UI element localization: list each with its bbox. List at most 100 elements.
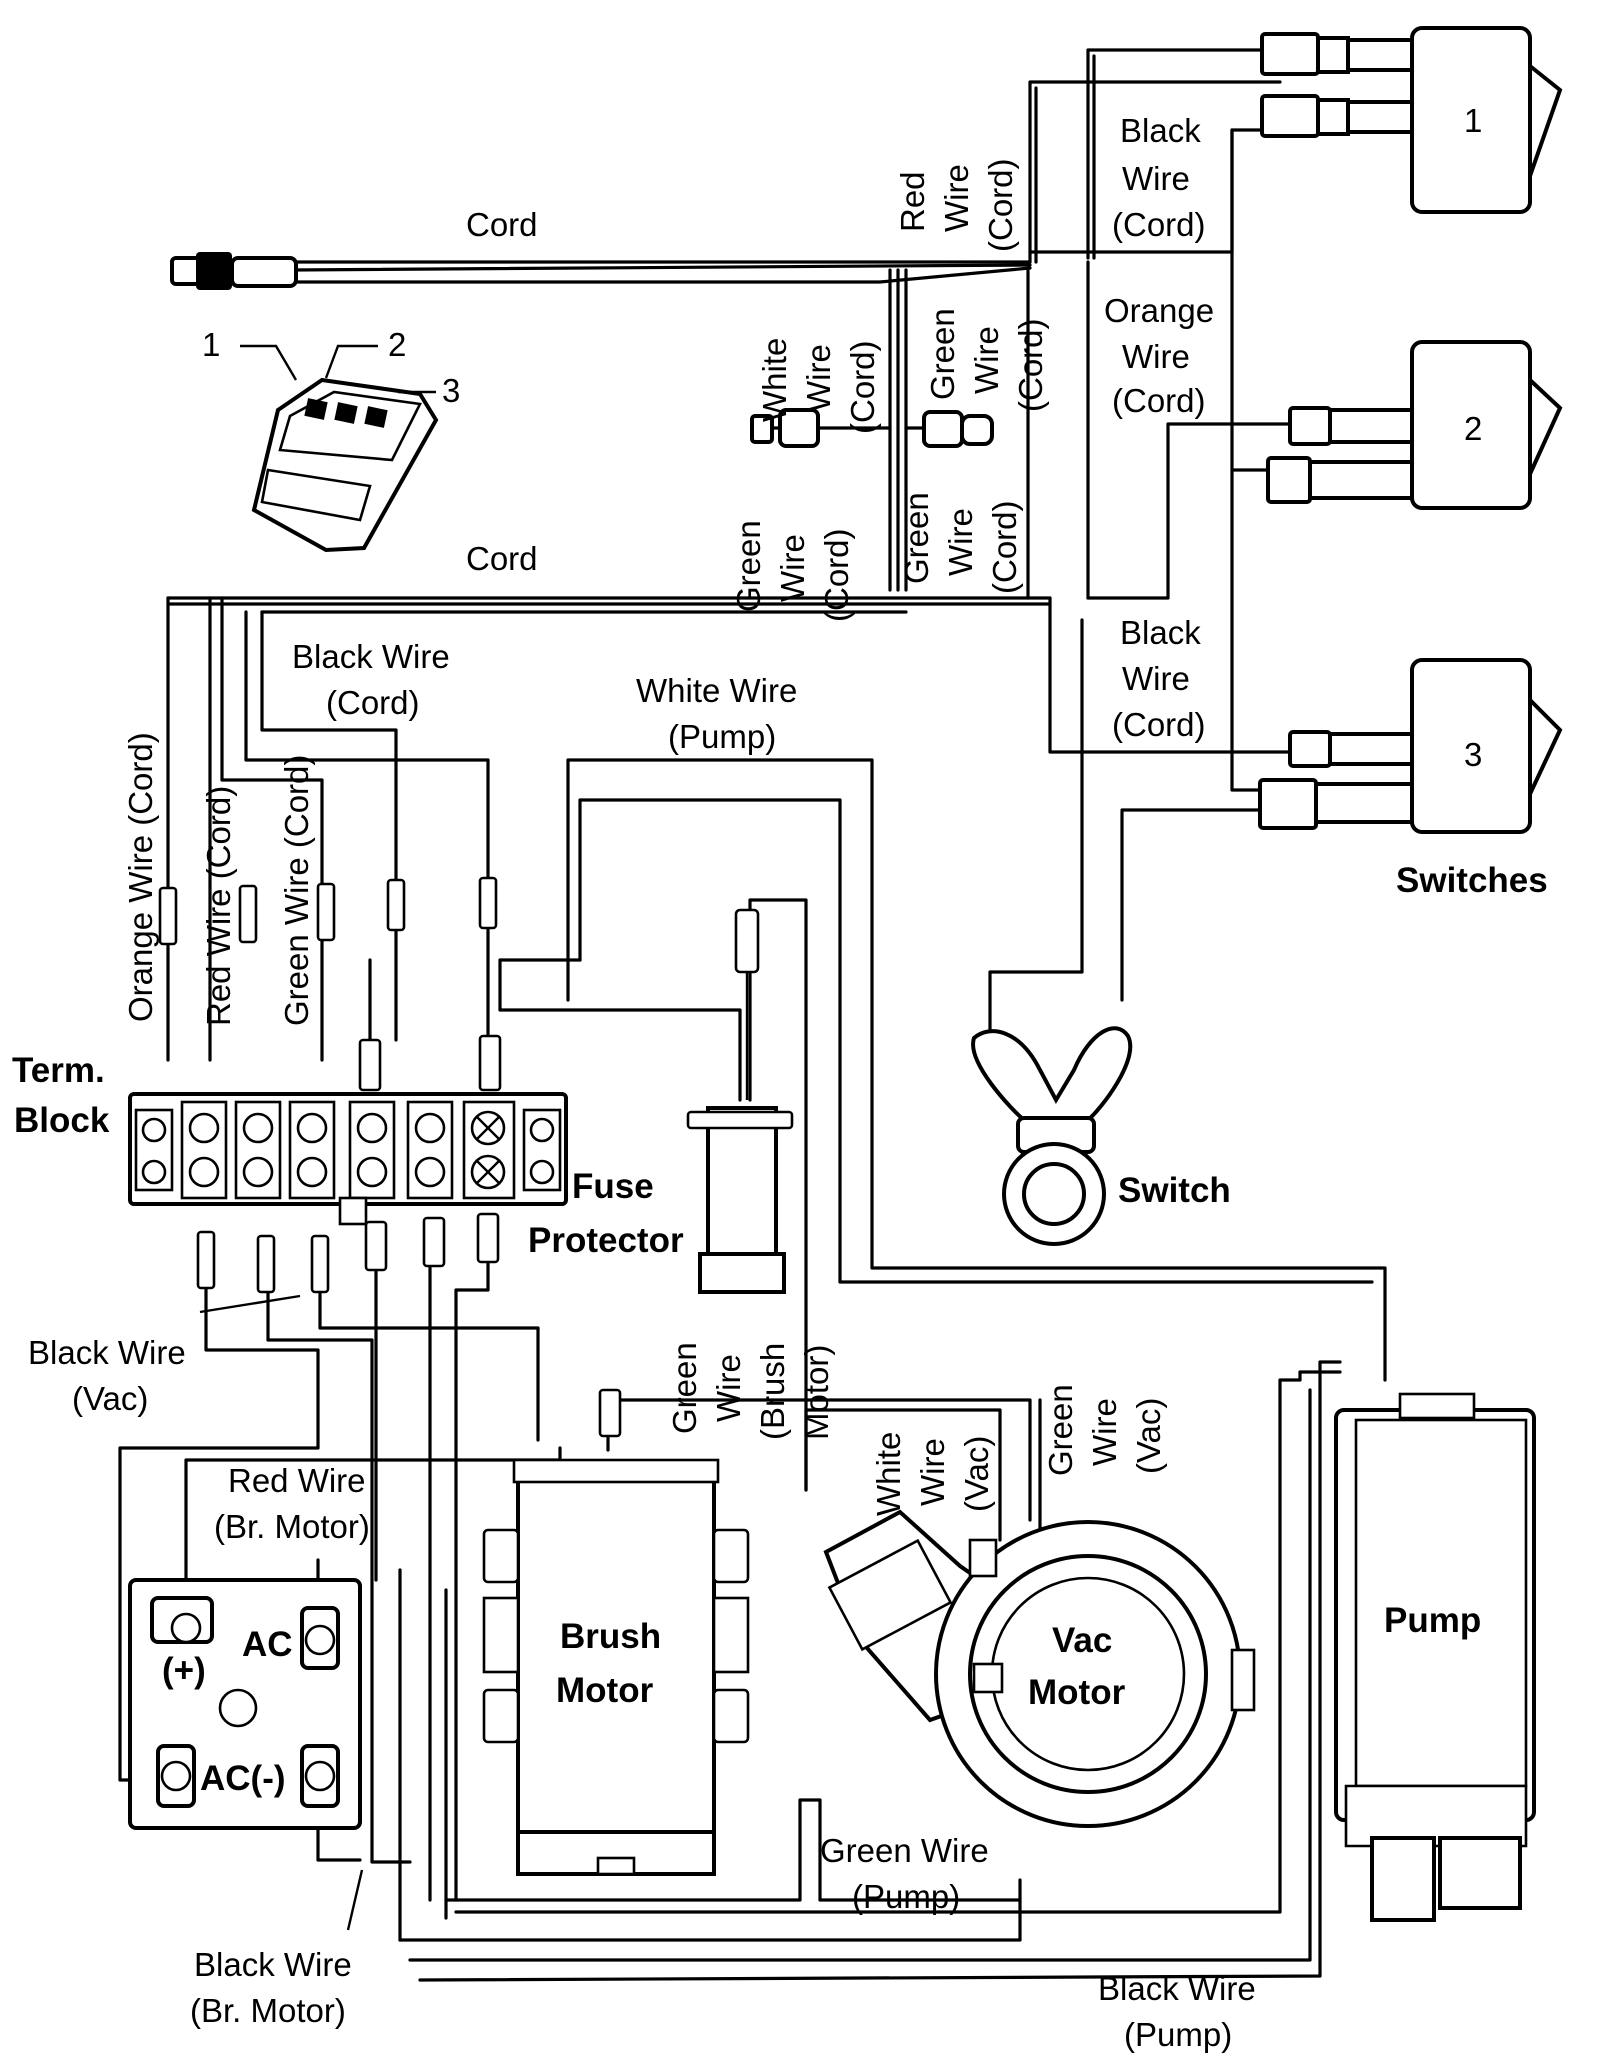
svg-text:(Cord): (Cord) [818, 528, 855, 622]
svg-text:Red Wire: Red Wire [228, 1462, 366, 1499]
svg-text:Red: Red [894, 171, 931, 232]
rocker-switch-3 [1258, 658, 1563, 834]
label-white-wire-cord: White Wire (Cord) [756, 338, 881, 434]
switch-wire-c [988, 618, 1084, 1042]
cord-top-wire [290, 260, 1032, 284]
svg-text:Protector: Protector [528, 1221, 684, 1260]
label-black-wire-br-motor: Black Wire (Br. Motor) [190, 1946, 352, 2029]
label-white-wire-vac: White Wire (Vac) [870, 1432, 995, 1516]
label-orange-wire-cord-tb: Orange Wire (Cord) [122, 732, 159, 1022]
svg-text:Fuse: Fuse [572, 1167, 654, 1206]
svg-text:White: White [756, 338, 793, 422]
label-plug-callout-3: 3 [442, 372, 460, 409]
svg-text:(Cord): (Cord) [1112, 382, 1206, 419]
wires [118, 48, 1387, 1982]
tb-feed-5 [748, 898, 808, 1492]
svg-text:Orange: Orange [1104, 292, 1214, 329]
svg-text:Motor): Motor) [798, 1345, 835, 1440]
svg-text:Motor: Motor [1028, 1673, 1126, 1712]
white-wire-pump-top [566, 758, 1387, 1382]
svg-text:Wire: Wire [774, 534, 811, 602]
label-red-wire-cord: Red Wire (Cord) [894, 158, 1019, 252]
black-wire-vac [118, 1248, 320, 1782]
svg-text:(Brush: (Brush [754, 1343, 791, 1440]
label-black-wire-pump: Black Wire (Pump) [1098, 1970, 1256, 2053]
label-red-wire-cord-tb: Red Wire (Cord) [200, 786, 237, 1026]
label-switch-1: 1 [1464, 102, 1482, 139]
label-green-wire-cord-b: Green Wire (Cord) [730, 520, 855, 622]
svg-text:(Pump): (Pump) [668, 718, 776, 755]
label-fuse-protector: Fuse Protector [528, 1167, 684, 1260]
svg-text:Wire: Wire [942, 508, 979, 576]
labels: Cord Cord Red Wire (Cord) Black Wire (Co… [12, 102, 1548, 2053]
green-wire-pump-b [454, 1370, 1342, 1914]
cord-mid-wire [166, 596, 1052, 614]
white-wire-pump-top-b [578, 798, 1374, 1284]
label-rectifier-plus: (+) [162, 1651, 206, 1690]
label-vac-motor: Vac Motor [1028, 1621, 1126, 1712]
svg-text:Wire: Wire [1122, 338, 1190, 375]
svg-text:Black Wire: Black Wire [1098, 1970, 1256, 2007]
black-wire-vac-b [266, 1248, 412, 1864]
svg-text:Black Wire: Black Wire [292, 638, 450, 675]
toggle-switch [971, 1026, 1133, 1246]
black-wire-br-motor-pointer [346, 1869, 364, 1931]
svg-text:(Pump): (Pump) [1124, 2016, 1232, 2053]
black-wire-pump [398, 1898, 1022, 1942]
label-red-wire-br-motor: Red Wire (Br. Motor) [214, 1462, 370, 1545]
rocker-switch-2 [1266, 340, 1563, 510]
label-green-wire-cord-c: Green Wire (Cord) [898, 492, 1023, 594]
svg-text:Green: Green [1042, 1384, 1079, 1476]
black-wire-cord-loop [1048, 596, 1292, 754]
svg-text:Black: Black [1120, 614, 1201, 651]
svg-text:Green: Green [666, 1342, 703, 1434]
label-plug-callout-1: 1 [202, 326, 220, 363]
black-wire-vac-pointer [199, 1294, 301, 1314]
label-cord-mid: Cord [466, 540, 538, 577]
svg-text:Motor: Motor [556, 1671, 654, 1710]
svg-text:Wire: Wire [710, 1354, 747, 1422]
svg-text:Wire: Wire [1086, 1398, 1123, 1466]
label-orange-wire-cord-sw2: Orange Wire (Cord) [1104, 292, 1214, 419]
svg-text:(Br. Motor): (Br. Motor) [214, 1508, 370, 1545]
label-rectifier-ac-top: AC [242, 1625, 293, 1664]
label-green-wire-cord-a: Green Wire (Cord) [924, 308, 1049, 412]
label-switch: Switch [1118, 1171, 1231, 1210]
label-black-wire-cord-tb: Black Wire (Cord) [292, 638, 450, 721]
svg-text:(Pump): (Pump) [852, 1878, 960, 1915]
svg-text:Wire: Wire [800, 344, 837, 412]
svg-text:Black Wire: Black Wire [28, 1334, 186, 1371]
green-wire-brush-motor-b [616, 1398, 1032, 1522]
cord-inline-connectors [750, 408, 994, 448]
orange-wire-cord-sw2 [1086, 422, 1292, 600]
svg-text:(Br. Motor): (Br. Motor) [190, 1992, 346, 2029]
label-switch-2: 2 [1464, 410, 1482, 447]
black-wire-pump-c [418, 1360, 1342, 1982]
svg-text:White: White [870, 1432, 907, 1516]
svg-text:(Cord): (Cord) [986, 500, 1023, 594]
svg-text:(Cord): (Cord) [326, 684, 420, 721]
rocker-switch-1 [1260, 26, 1563, 214]
svg-text:Wire: Wire [1122, 160, 1190, 197]
svg-text:White Wire: White Wire [636, 672, 797, 709]
cord-plug-block [240, 344, 439, 553]
vac-motor [823, 1509, 1256, 1828]
label-green-wire-cord-tb: Green Wire (Cord) [278, 755, 315, 1026]
svg-text:(Cord): (Cord) [982, 158, 1019, 252]
label-green-wire-pump: Green Wire (Pump) [820, 1832, 989, 1915]
black-wire-cord-vert-b [244, 610, 490, 902]
pump [1334, 1392, 1536, 1922]
black-wire-cord-vert [260, 610, 398, 902]
svg-text:Black: Black [1120, 112, 1201, 149]
label-brush-motor: Brush Motor [556, 1617, 661, 1710]
red-wire-br-motor-b [184, 1446, 562, 1594]
label-term-block: Term. Block [12, 1051, 110, 1140]
svg-text:(Vac): (Vac) [958, 1436, 995, 1512]
brush-motor [482, 1388, 750, 1876]
label-plug-callout-2: 2 [388, 326, 406, 363]
svg-text:Wire: Wire [938, 164, 975, 232]
svg-text:Green: Green [898, 492, 935, 584]
rectifier [128, 1578, 362, 1830]
label-switches: Switches [1396, 861, 1548, 900]
label-white-wire-pump: White Wire (Pump) [636, 672, 797, 755]
